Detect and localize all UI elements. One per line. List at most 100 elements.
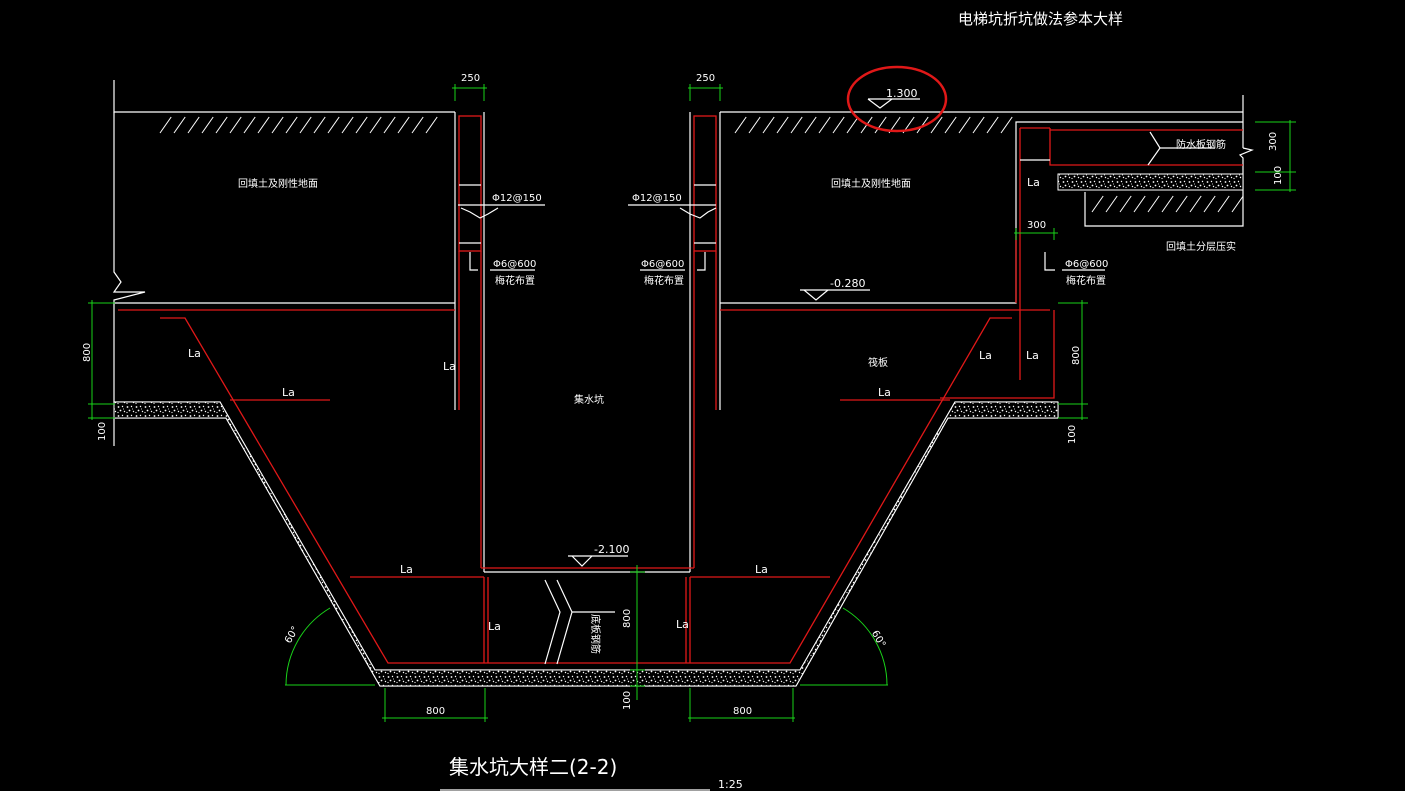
hatch-stroke	[1000, 116, 1013, 134]
hatch-stroke	[201, 116, 214, 134]
hatch-stroke	[411, 116, 424, 134]
label-pit: 集水坑	[574, 393, 604, 406]
la-label: La	[1027, 176, 1040, 189]
hatch-stroke	[1147, 195, 1160, 213]
hatch-stroke	[1217, 195, 1230, 213]
hatch-stroke	[874, 116, 887, 134]
hatch-stroke	[1231, 195, 1244, 213]
hatch-stroke	[832, 116, 845, 134]
hatch-stroke	[846, 116, 859, 134]
hatch-stroke	[313, 116, 326, 134]
dimension-lines	[88, 84, 1296, 722]
rebar-far-tie: Φ6@600	[1065, 259, 1108, 270]
highlight-circle	[846, 65, 948, 133]
hatch-stroke	[1189, 195, 1202, 213]
hatch-stroke	[215, 116, 228, 134]
dim-800-bottom-left: 800	[426, 706, 445, 717]
hatch-stroke	[173, 116, 186, 134]
rebar-left-tie-note: 梅花布置	[495, 274, 535, 287]
label-bottom-rebar: 底板钢筋	[589, 614, 602, 654]
dim-250-right: 250	[696, 73, 715, 84]
hatch-stroke	[159, 116, 172, 134]
dim-300-top: 300	[1268, 132, 1279, 151]
hatch-stroke	[397, 116, 410, 134]
dim-250-left: 250	[461, 73, 480, 84]
hatch-stroke	[748, 116, 761, 134]
level-symbols	[568, 98, 920, 567]
hatch-stroke	[257, 116, 270, 134]
rebar-right-main: Φ12@150	[632, 193, 682, 204]
hatch-stroke	[299, 116, 312, 134]
rebar-right-tie: Φ6@600	[641, 259, 684, 270]
hatch-stroke	[1105, 195, 1118, 213]
caption-main: 集水坑大样二(2-2)	[449, 755, 617, 779]
la-label: La	[488, 620, 501, 633]
label-slab: 筏板	[868, 356, 888, 369]
rebar-left-tie: Φ6@600	[493, 259, 536, 270]
hatch-stroke	[1161, 195, 1174, 213]
hatch-stroke	[1203, 195, 1216, 213]
dim-300-wall: 300	[1027, 220, 1046, 231]
drawing-title: 电梯坑折坑做法参本大样	[958, 10, 1123, 28]
hatch-stroke	[271, 116, 284, 134]
rebar-right-tie-note: 梅花布置	[644, 274, 684, 287]
dim-800-center: 800	[622, 609, 633, 628]
hatch-stroke	[243, 116, 256, 134]
wall-stirrups	[459, 159, 1050, 244]
hatch-stroke	[776, 116, 789, 134]
level-top: 1.300	[886, 87, 918, 100]
hatch-stroke	[972, 116, 985, 134]
hatch-stroke	[369, 116, 382, 134]
la-label: La	[282, 386, 295, 399]
angle-left: 60°	[283, 625, 301, 646]
hatch-stroke	[1091, 195, 1104, 213]
rebar-far-tie-note: 梅花布置	[1066, 274, 1106, 287]
la-label: La	[1026, 349, 1039, 362]
hatch-stroke	[958, 116, 971, 134]
hatch-stroke	[930, 116, 943, 134]
label-waterproof: 防水板钢筋	[1176, 138, 1226, 151]
la-label: La	[979, 349, 992, 362]
rebar-lines	[118, 115, 1243, 664]
hatch-stroke	[425, 116, 438, 134]
hatch-stroke	[804, 116, 817, 134]
hatch-stroke	[341, 116, 354, 134]
label-backfill-far: 回填土分层压实	[1166, 240, 1236, 253]
hatch-stroke	[790, 116, 803, 134]
dim-800-bottom-right: 800	[733, 706, 752, 717]
rebar-left-main: Φ12@150	[492, 193, 542, 204]
hatch-stroke	[1133, 195, 1146, 213]
dim-800-left: 800	[82, 343, 93, 362]
la-label: La	[755, 563, 768, 576]
hatch-stroke	[916, 116, 929, 134]
label-backfill-right: 回填土及刚性地面	[831, 177, 911, 190]
earth-hatch	[159, 116, 1244, 213]
hatch-stroke	[327, 116, 340, 134]
dim-100-top: 100	[1273, 166, 1284, 185]
caption-scale: 1:25	[718, 778, 743, 791]
angle-right: 60°	[869, 629, 887, 650]
la-label: La	[400, 563, 413, 576]
dim-100-center: 100	[622, 691, 633, 710]
la-label: La	[188, 347, 201, 360]
hatch-stroke	[355, 116, 368, 134]
hatch-stroke	[734, 116, 747, 134]
hatch-stroke	[944, 116, 957, 134]
hatch-stroke	[187, 116, 200, 134]
la-label: La	[443, 360, 456, 373]
hatch-stroke	[762, 116, 775, 134]
structure-outline	[112, 80, 1254, 687]
level-mid: -0.280	[830, 277, 865, 290]
dim-800-right: 800	[1071, 346, 1082, 365]
hatch-stroke	[818, 116, 831, 134]
dim-100-right: 100	[1067, 425, 1078, 444]
hatch-stroke	[229, 116, 242, 134]
la-label: La	[878, 386, 891, 399]
la-label: La	[676, 618, 689, 631]
hatch-stroke	[285, 116, 298, 134]
label-backfill-left: 回填土及刚性地面	[238, 177, 318, 190]
hatch-stroke	[1119, 195, 1132, 213]
hatch-stroke	[383, 116, 396, 134]
hatch-stroke	[986, 116, 999, 134]
